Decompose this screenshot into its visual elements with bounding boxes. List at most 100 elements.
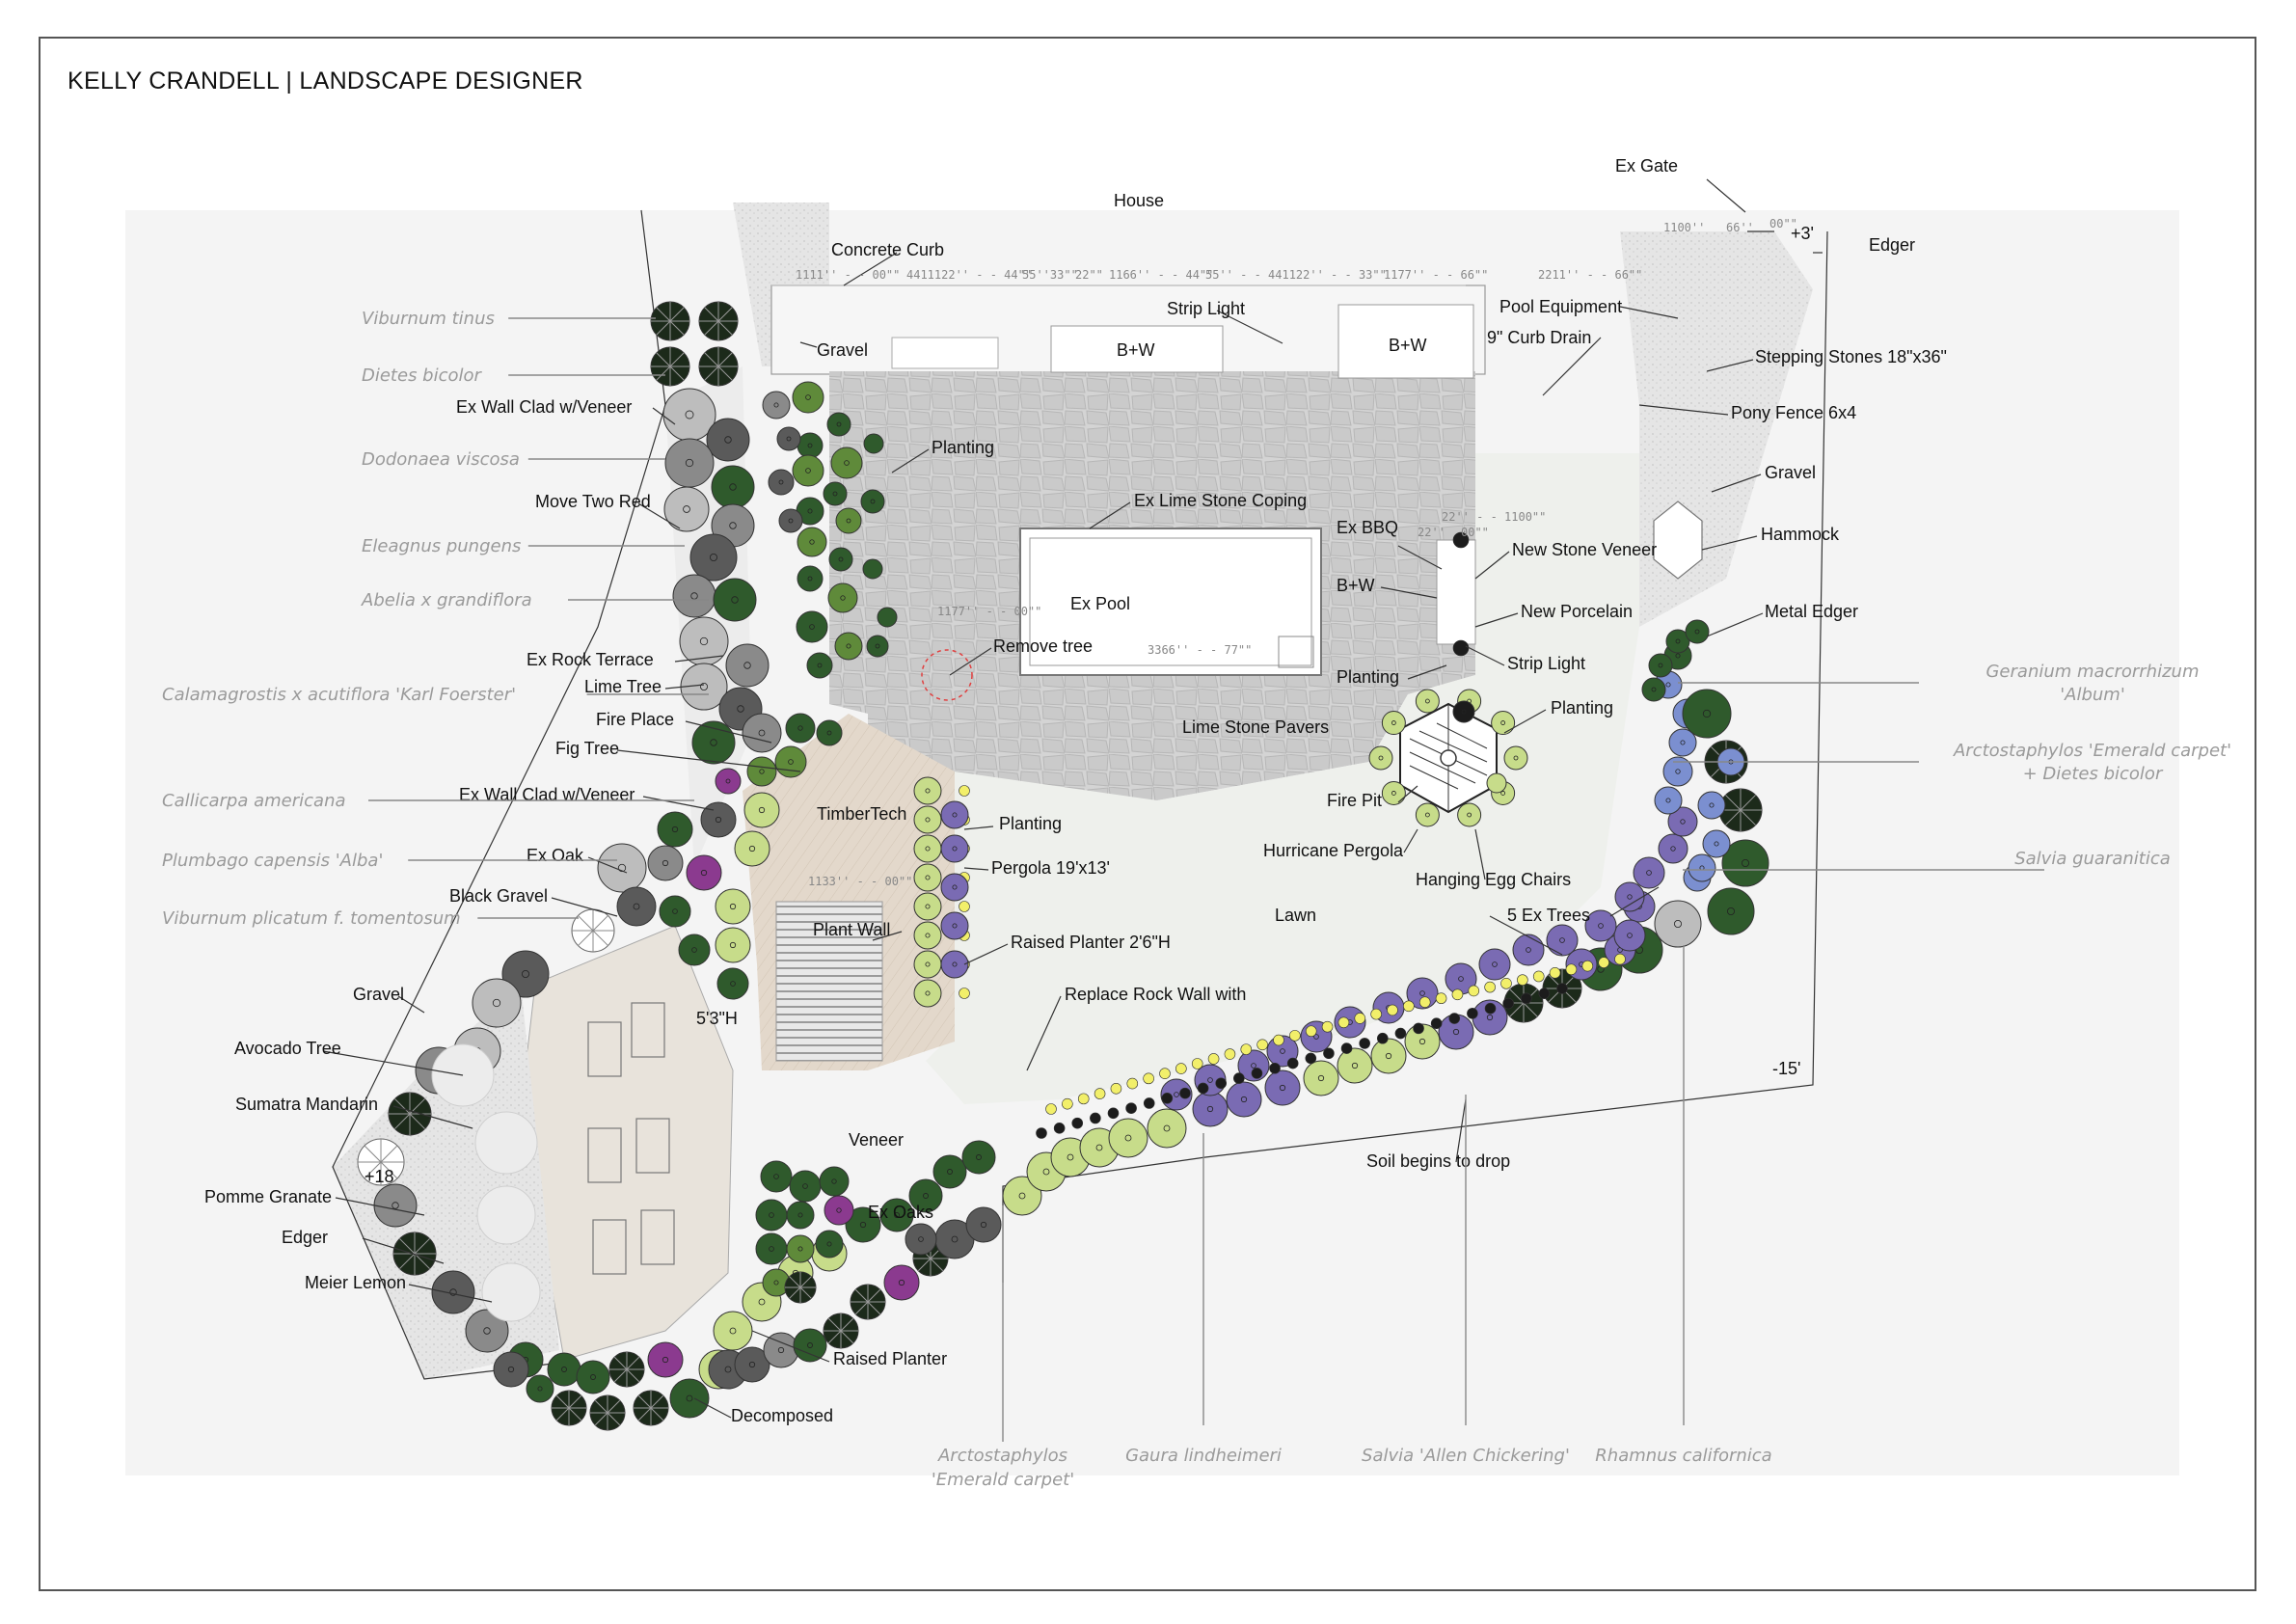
leader-line [1455,1098,1467,1163]
dim-bbq-1: 22'' - - 1100"" [1442,510,1546,524]
plant-circle [725,643,770,688]
leader-line [1216,310,1283,344]
plant-circle [913,979,942,1008]
plant-circle [711,465,755,509]
plant-circle [1359,1038,1370,1049]
label-lime-tree: Lime Tree [584,677,662,696]
plant-circle [850,1284,886,1320]
plant-circle [860,489,885,514]
plant-circle [373,1183,418,1228]
plant-circle [597,843,647,893]
plant-circle [1036,1127,1047,1139]
leader-line [949,647,992,676]
plant-circle [474,1111,538,1175]
plant-circle [1517,974,1528,986]
plant-circle [932,1154,967,1189]
plant-circle [608,1351,645,1388]
leader-line [392,1105,473,1129]
plant-circle [1094,1088,1106,1099]
plant-circle [1147,1108,1187,1149]
leader-line [664,684,705,690]
plant-circle [905,1223,937,1256]
plant-circle [1452,700,1475,723]
plant-circle [1370,1038,1407,1074]
plant-circle [1175,1063,1187,1074]
label-ex-bbq: Ex BBQ [1337,518,1398,537]
leader-line [1706,178,1746,213]
leader-line [397,995,425,1014]
plant-circle [913,834,942,863]
plant-circle [792,381,824,414]
plant-circle [1191,1058,1203,1069]
plant-circle [1668,728,1697,757]
label-lime-stone-pavers: Lime Stone Pavers [1182,717,1329,737]
plant-legend-bottom: Arctostaphylos'Emerald carpet'Gaura lind… [932,945,1772,1490]
label-5-3h: 5'3"H [696,1009,738,1028]
plant-circle [1224,1048,1236,1060]
leader-line [963,943,1009,965]
plant-circle [1707,887,1755,935]
plant-circle [1503,745,1528,771]
leader-line [1397,785,1418,803]
plant-circle [940,800,969,829]
plant-circle [1381,711,1406,736]
label-plus3: +3' [1791,224,1814,243]
plant-circle [796,610,828,643]
plant-circle [691,720,736,765]
label-hanging-egg-chairs: Hanging Egg Chairs [1416,870,1571,889]
plant-circle [650,346,690,387]
leader-line [1403,828,1418,853]
leader-line [1407,664,1447,680]
leader-line [963,826,994,830]
leader-line [843,252,898,286]
plant-circle [1368,745,1393,771]
plant-legend-right: Geranium macrorrhizum'Album'Arctostaphyl… [1673,662,2231,871]
plant-circle [493,1351,529,1388]
plant-circle [819,1166,850,1197]
plant-circle [472,978,522,1028]
plant-circle [672,574,716,618]
plant-circle [1418,996,1431,1009]
leader-line [1542,337,1602,396]
leader-line [872,931,903,941]
plant-circle [1581,960,1594,972]
plant-circle [961,1140,996,1175]
leader-line [1474,551,1510,580]
plant-circle [1520,992,1532,1005]
label-planting-4: Planting [999,814,1062,833]
plant-circle [1697,791,1726,820]
plant-circle [1448,1013,1461,1024]
label-replace-rock-wall: Replace Rock Wall with [1065,985,1246,1004]
plant-circle [776,426,801,451]
plant-circle [715,927,751,963]
plant-circle [784,1271,817,1304]
plant-circle [786,1234,815,1263]
plant-circle [1110,1083,1122,1095]
hammock [1653,501,1703,580]
plant-circle [392,1232,437,1276]
plant-circle [1613,919,1646,952]
plant-circle [877,607,898,628]
plant-circle [1614,953,1626,965]
plant-circle [1240,1043,1253,1055]
plant-legend-right-item: Geranium macrorrhizum [1985,662,2199,682]
plant-circle [1289,1030,1301,1042]
plant-circle [1337,1016,1350,1029]
label-black-gravel: Black Gravel [449,886,548,906]
plant-circle [706,418,750,462]
plant-circle [1192,1091,1229,1127]
plant-legend-left-item: Viburnum tinus [362,309,495,329]
leader-line [1397,545,1443,570]
plant-circle [700,801,737,838]
pool-inner-edge [1029,537,1312,666]
leader-line [616,749,801,772]
label-pony-fence: Pony Fence 6x4 [1731,403,1856,422]
plant-circle [834,632,863,661]
dim-gate-3: 00"" [1769,217,1797,230]
leader-line [551,897,618,917]
plant-circle [959,901,970,912]
dim-bbq-3: 00"" [1461,526,1489,539]
plant-circle [1512,934,1545,966]
label-fire-place: Fire Place [596,710,674,729]
